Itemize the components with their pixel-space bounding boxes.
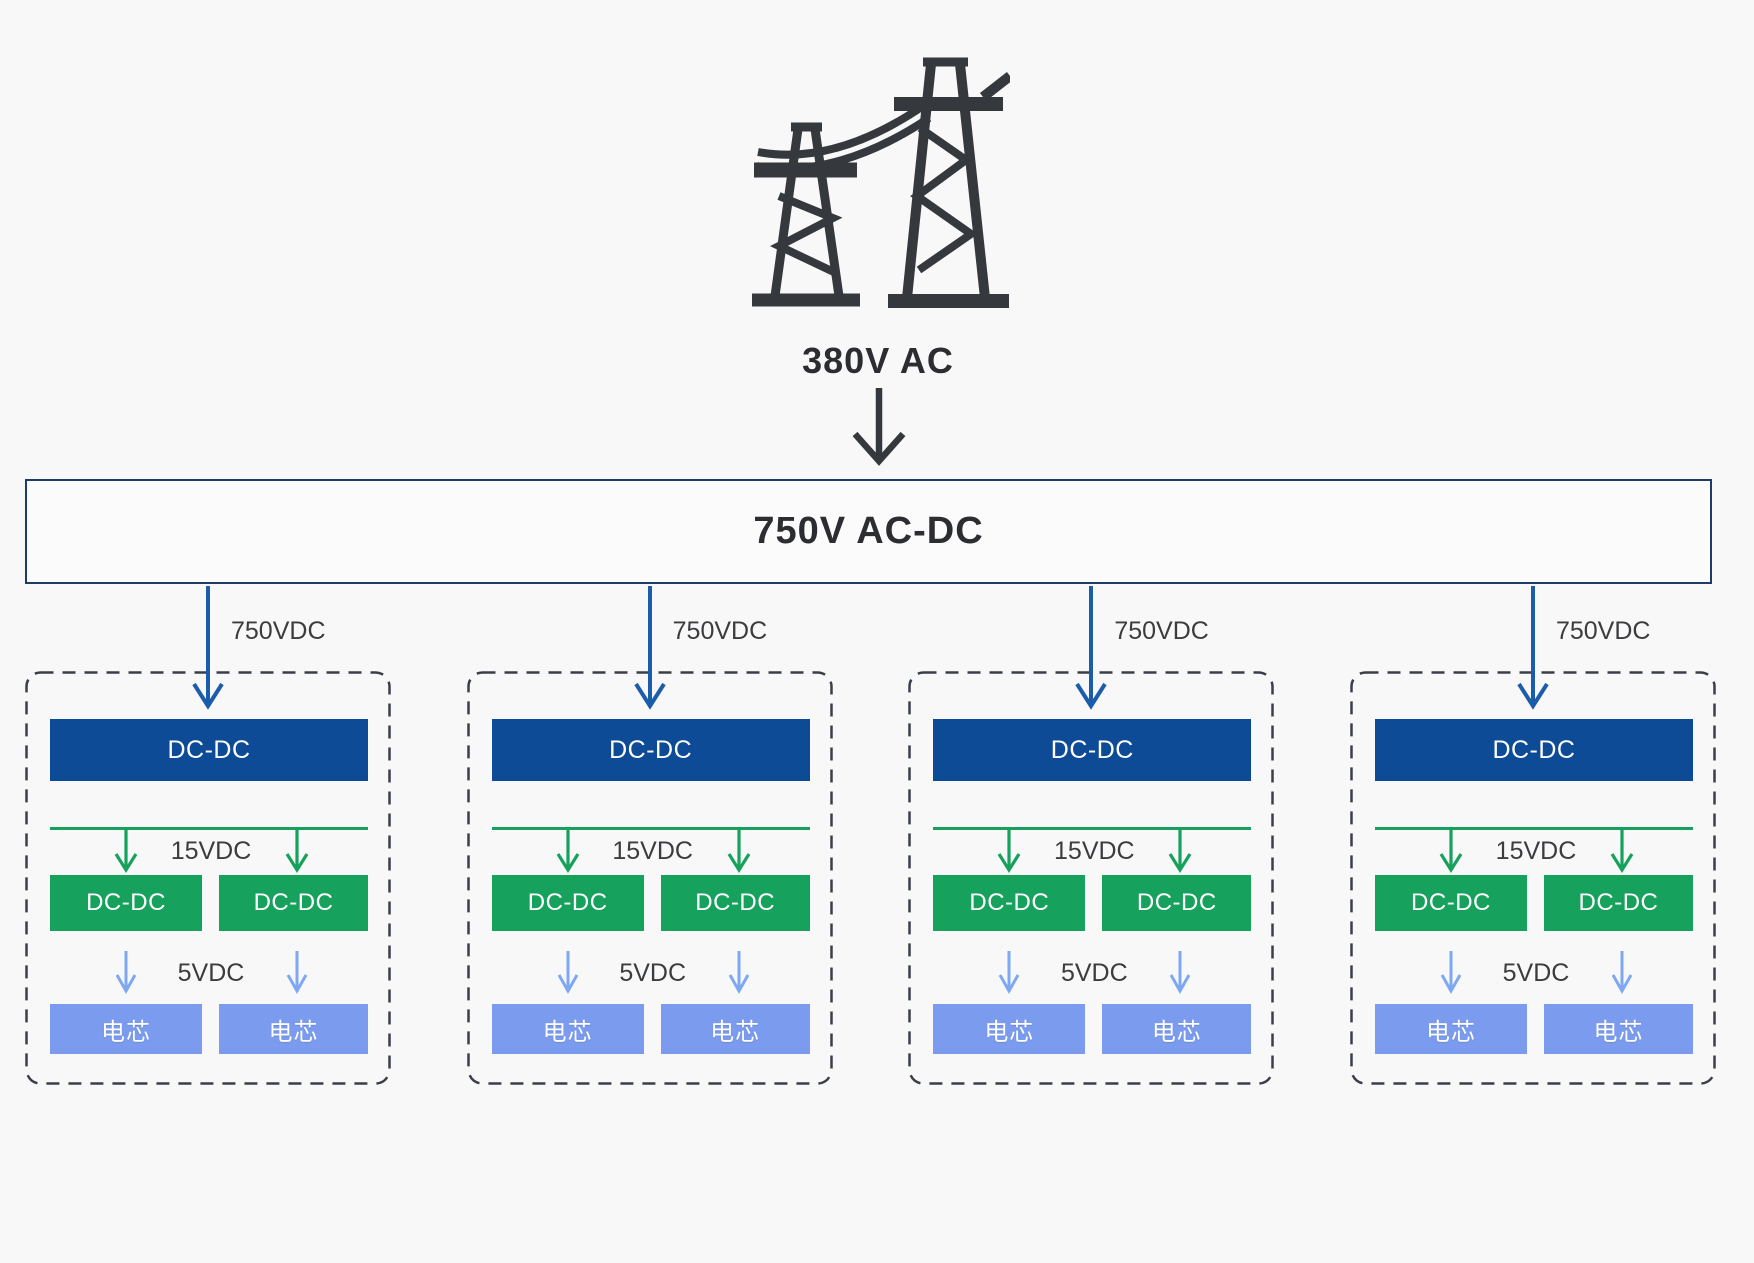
battery-cell-box: 电芯 [50, 1004, 202, 1054]
down-arrow-icon [852, 388, 906, 466]
ac-dc-converter-box: 750V AC-DC [25, 479, 1712, 584]
bus-down-arrow-icon [727, 828, 751, 874]
primary-dcdc-converter-box: DC-DC [1374, 719, 1693, 781]
module-dashed-border [1350, 671, 1716, 1085]
dcdc-branch-module: 750VDC DC-DC 15VDC DC-DC DC-DC 5VDC 电芯 电… [466, 540, 833, 1094]
bus-down-arrow-icon [1168, 828, 1192, 874]
battery-cell-box: 电芯 [491, 1004, 644, 1054]
cell-down-arrow-icon [728, 951, 749, 995]
cell-voltage-label: 5VDC [1502, 959, 1570, 987]
primary-dcdc-converter-box: DC-DC [50, 719, 368, 781]
branch-input-arrow-icon [633, 586, 666, 710]
branch-input-arrow-icon [192, 586, 224, 710]
secondary-dcdc-converter-box: DC-DC [219, 875, 368, 931]
cell-down-arrow-icon [1611, 951, 1633, 995]
dcdc-branch-module: 750VDC DC-DC 15VDC DC-DC DC-DC 5VDC 电芯 电… [25, 540, 391, 1094]
bus-down-arrow-icon [556, 828, 580, 874]
battery-cell-box: 电芯 [1543, 1004, 1693, 1054]
cell-down-arrow-icon [557, 951, 578, 995]
battery-cell-box: 电芯 [660, 1004, 810, 1054]
bus-down-arrow-icon [114, 828, 138, 874]
secondary-dcdc-converter-box: DC-DC [933, 875, 1086, 931]
secondary-dcdc-converter-box: DC-DC [1102, 875, 1252, 931]
bus-line [491, 827, 810, 830]
primary-dcdc-converter-box: DC-DC [933, 719, 1252, 781]
cell-voltage-label: 5VDC [177, 959, 245, 987]
cell-down-arrow-icon [115, 951, 137, 995]
bus-line [933, 827, 1252, 830]
cell-down-arrow-icon [1440, 951, 1462, 995]
primary-dcdc-converter-box: DC-DC [491, 719, 810, 781]
module-dashed-border [25, 671, 391, 1085]
secondary-dcdc-converter-box: DC-DC [1374, 875, 1527, 931]
dcdc-branch-module: 750VDC DC-DC 15VDC DC-DC DC-DC 5VDC 电芯 电… [908, 540, 1275, 1094]
ac-dc-converter-label: 750V AC-DC [753, 510, 984, 552]
bus-voltage-label: 15VDC [1495, 837, 1577, 865]
bus-voltage-label: 15VDC [612, 837, 693, 865]
cell-voltage-label: 5VDC [619, 959, 686, 987]
secondary-dcdc-converter-box: DC-DC [491, 875, 644, 931]
secondary-dcdc-converter-box: DC-DC [660, 875, 810, 931]
branch-input-voltage-label: 750VDC [672, 617, 768, 645]
branch-input-voltage-label: 750VDC [1114, 617, 1209, 645]
dcdc-branch-module: 750VDC DC-DC 15VDC DC-DC DC-DC 5VDC 电芯 电… [1350, 540, 1716, 1094]
branch-input-voltage-label: 750VDC [1555, 617, 1651, 645]
branches-row: 750VDC DC-DC 15VDC DC-DC DC-DC 5VDC 电芯 电… [25, 540, 1716, 1094]
battery-cell-box: 电芯 [1374, 1004, 1527, 1054]
secondary-dcdc-converter-box: DC-DC [1543, 875, 1693, 931]
cell-down-arrow-icon [999, 951, 1020, 995]
bus-voltage-label: 15VDC [1054, 837, 1135, 865]
module-dashed-border [466, 671, 833, 1085]
branch-input-arrow-icon [1075, 586, 1107, 710]
cell-down-arrow-icon [286, 951, 308, 995]
bus-down-arrow-icon [997, 828, 1021, 874]
battery-cell-box: 电芯 [219, 1004, 368, 1054]
bus-line [50, 827, 368, 830]
bus-down-arrow-icon [1439, 828, 1463, 874]
bus-line [1374, 827, 1693, 830]
branch-input-voltage-label: 750VDC [231, 617, 326, 645]
bus-voltage-label: 15VDC [170, 837, 252, 865]
module-dashed-border [908, 671, 1275, 1085]
transmission-tower-icon [752, 57, 1010, 308]
grid-voltage-label: 380V AC [802, 340, 954, 381]
cell-down-arrow-icon [1170, 951, 1191, 995]
bus-down-arrow-icon [1610, 828, 1634, 874]
cell-voltage-label: 5VDC [1060, 959, 1128, 987]
bus-down-arrow-icon [285, 828, 309, 874]
battery-cell-box: 电芯 [1102, 1004, 1252, 1054]
secondary-dcdc-converter-box: DC-DC [50, 875, 202, 931]
battery-cell-box: 电芯 [933, 1004, 1086, 1054]
branch-input-arrow-icon [1517, 586, 1549, 710]
